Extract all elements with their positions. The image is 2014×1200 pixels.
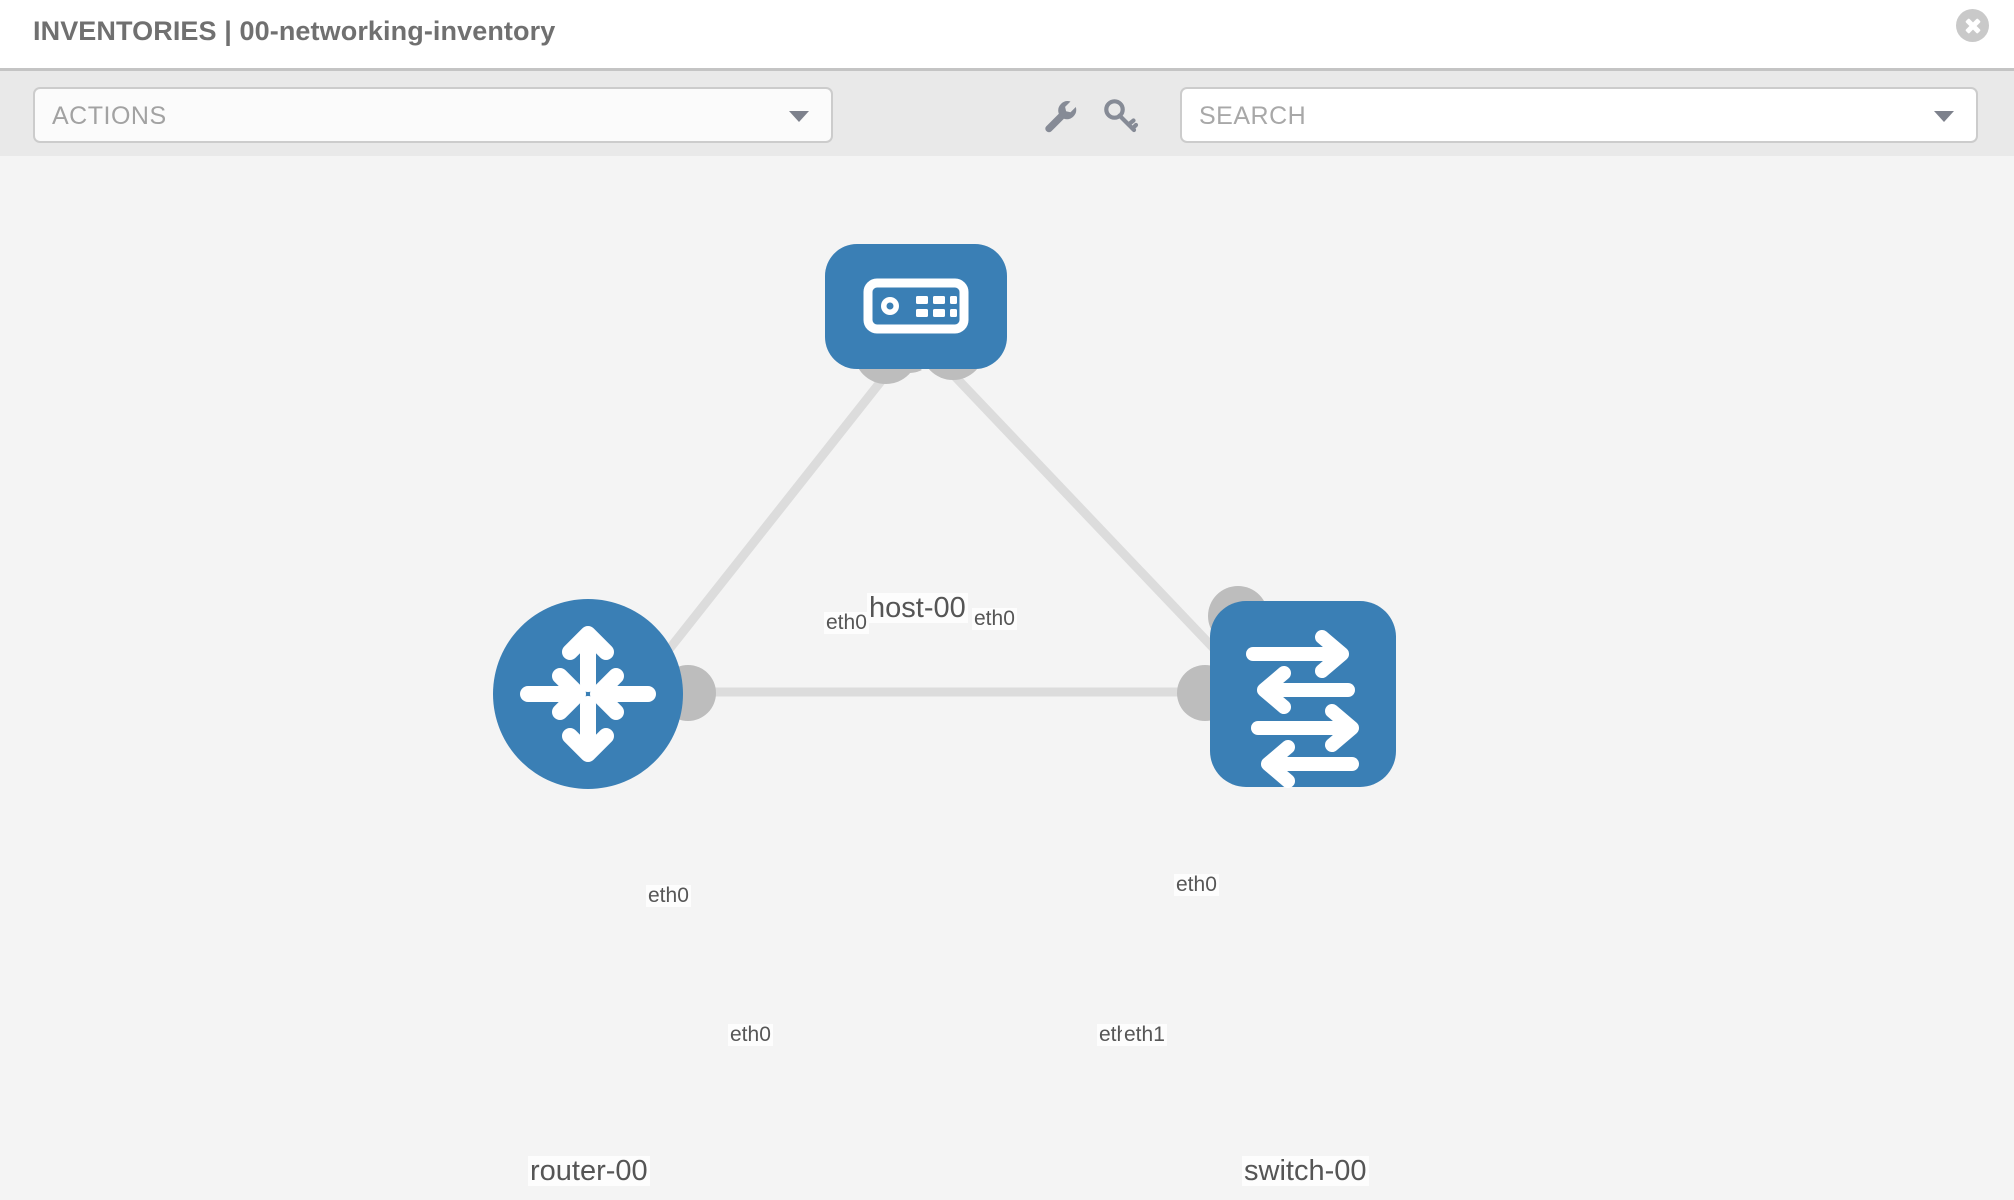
search-input[interactable]: SEARCH	[1180, 87, 1978, 143]
node-label-switch-00: switch-00	[1242, 1155, 1369, 1187]
key-icon[interactable]	[1099, 95, 1141, 137]
actions-dropdown[interactable]: ACTIONS	[33, 87, 833, 143]
chevron-down-icon	[789, 111, 809, 122]
topology-canvas[interactable]: host-00 router-00 switch-00 eth0 eth0 et…	[0, 156, 2014, 1200]
topology-graph	[493, 244, 1396, 789]
interface-label-router-eth0: eth0	[728, 1023, 773, 1047]
interface-label-switch-eth0-up: eth0	[1174, 873, 1219, 897]
link-host-switch	[940, 361, 1245, 681]
interface-label-switch-eth1: eth1	[1122, 1023, 1167, 1047]
page-title: INVENTORIES | 00-networking-inventory	[33, 16, 556, 46]
node-label-router-00: router-00	[528, 1155, 650, 1187]
interface-label-host-eth0-left: eth0	[824, 611, 869, 635]
link-host-router	[643, 361, 898, 681]
close-icon[interactable]	[1956, 9, 1989, 42]
node-label-host-00: host-00	[867, 592, 968, 624]
node-router-00[interactable]	[493, 599, 683, 789]
interface-label-router-eth0-up: eth0	[646, 884, 691, 908]
toolbar: ACTIONS SEARCH	[0, 68, 2014, 156]
chevron-down-icon[interactable]	[1934, 111, 1954, 122]
window-header: INVENTORIES | 00-networking-inventory	[0, 0, 2014, 68]
wrench-icon[interactable]	[1039, 95, 1081, 137]
search-placeholder: SEARCH	[1199, 102, 1307, 130]
node-host-00[interactable]	[825, 244, 1007, 369]
node-switch-00[interactable]	[1210, 601, 1396, 788]
actions-dropdown-label: ACTIONS	[52, 102, 167, 130]
interface-label-host-eth0-right: eth0	[972, 607, 1017, 631]
